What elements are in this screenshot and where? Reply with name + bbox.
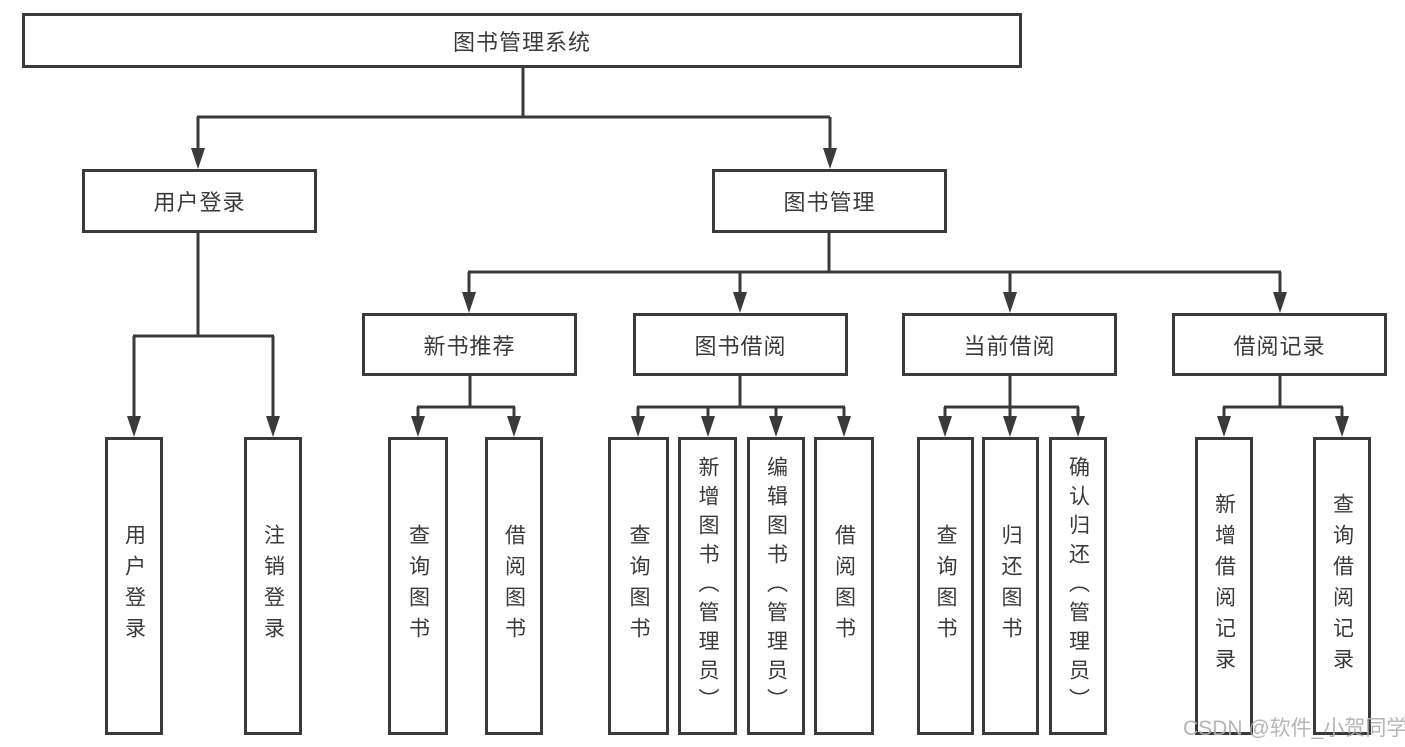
node-book-borrow: 图书借阅 (633, 313, 848, 376)
leaf-return-book-label: 归还图书 (999, 524, 1022, 648)
node-new-book-recommend-label: 新书推荐 (423, 333, 516, 359)
leaf-edit-book-admin: 编辑图书（管理员） (747, 437, 805, 735)
node-borrow-records-label: 借阅记录 (1233, 333, 1326, 359)
leaf-logout-label: 注销登录 (261, 524, 285, 648)
leaf-query-books-recommend-label: 查询图书 (406, 524, 430, 648)
node-book-management: 图书管理 (712, 169, 947, 233)
leaf-query-books-borrow: 查询图书 (608, 437, 669, 735)
node-user-login-label: 用户登录 (153, 190, 246, 215)
leaf-query-books-recommend: 查询图书 (388, 437, 448, 735)
leaf-borrow-books-recommend-label: 借阅图书 (502, 524, 526, 648)
leaf-edit-book-admin-label: 编辑图书（管理员） (764, 455, 788, 717)
leaf-user-login-label: 用户登录 (122, 524, 146, 648)
node-borrow-records: 借阅记录 (1172, 313, 1387, 376)
leaf-query-books-current: 查询图书 (917, 437, 974, 735)
node-current-borrow: 当前借阅 (902, 313, 1117, 376)
leaf-query-books-borrow-label: 查询图书 (627, 524, 650, 648)
node-root-label: 图书管理系统 (452, 29, 591, 55)
node-root: 图书管理系统 (22, 13, 1022, 68)
leaf-user-login: 用户登录 (105, 437, 163, 735)
node-book-borrow-label: 图书借阅 (694, 333, 787, 359)
leaf-borrow-books-recommend: 借阅图书 (485, 437, 543, 735)
leaf-query-borrow-record-label: 查询借阅记录 (1330, 493, 1354, 679)
leaf-add-borrow-record: 新增借阅记录 (1195, 437, 1253, 735)
leaf-logout: 注销登录 (244, 437, 302, 735)
leaf-query-books-current-label: 查询图书 (934, 524, 957, 648)
node-user-login: 用户登录 (82, 169, 317, 233)
arrowheads (127, 148, 1349, 437)
leaf-borrow-books-2-label: 借阅图书 (832, 524, 856, 648)
leaf-query-borrow-record: 查询借阅记录 (1313, 437, 1371, 735)
leaf-confirm-return-admin-label: 确认归还（管理员） (1066, 455, 1090, 717)
node-book-management-label: 图书管理 (783, 190, 876, 215)
leaf-add-borrow-record-label: 新增借阅记录 (1212, 493, 1236, 679)
leaf-add-book-admin-label: 新增图书（管理员） (696, 455, 719, 717)
leaf-add-book-admin: 新增图书（管理员） (678, 437, 737, 735)
leaf-borrow-books-2: 借阅图书 (814, 437, 874, 735)
node-new-book-recommend: 新书推荐 (362, 313, 577, 376)
watermark: CSDN @软件_小贺同学 (1183, 717, 1405, 740)
node-current-borrow-label: 当前借阅 (963, 333, 1056, 359)
leaf-return-book: 归还图书 (982, 437, 1039, 735)
leaf-confirm-return-admin: 确认归还（管理员） (1049, 437, 1107, 735)
